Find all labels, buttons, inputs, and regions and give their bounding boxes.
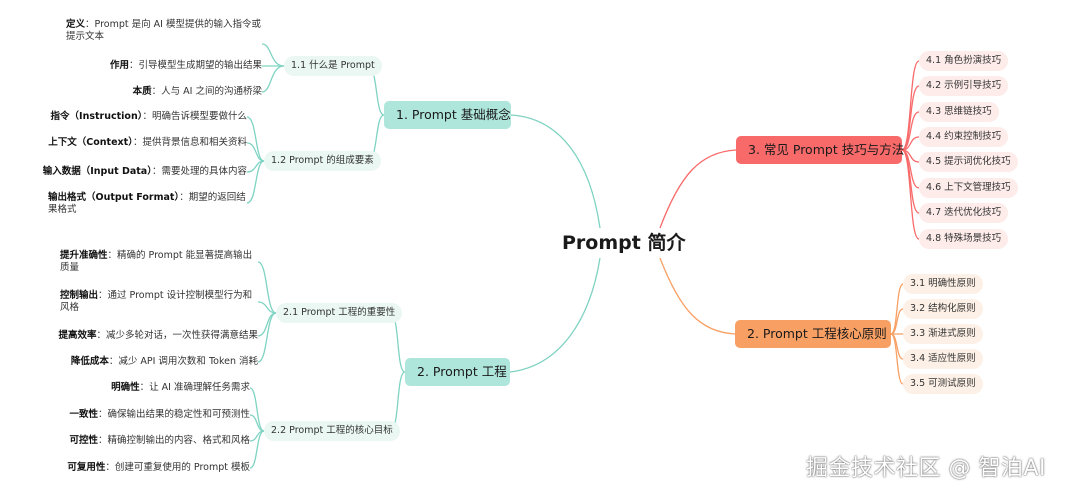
sub-what-is-prompt[interactable]: 1.1 什么是 Prompt: [284, 56, 382, 76]
leaf-control-output: 控制输出：通过 Prompt 设计控制模型行为和风格: [60, 290, 253, 313]
technique-item[interactable]: 4.1 角色扮演技巧: [919, 51, 1009, 71]
leaf-controllability: 可控性：精确控制输出的内容、格式和风格: [69, 435, 250, 446]
sub-prompt-components[interactable]: 1.2 Prompt 的组成要素: [264, 151, 381, 171]
principle-item[interactable]: 3.3 渐进式原则: [903, 324, 983, 344]
branch-prompt-engineering[interactable]: 2. Prompt 工程: [405, 358, 510, 386]
leaf-instruction: 指令（Instruction）：明确告诉模型要做什么: [50, 111, 247, 122]
edge-root-branch2: [509, 257, 601, 373]
branch-basic-concepts[interactable]: 1. Prompt 基础概念: [384, 101, 511, 129]
watermark: 掘金技术社区 @ 智泊AI: [806, 456, 1047, 481]
leaf-context: 上下文（Context）：提供背景信息和相关资料: [48, 137, 247, 148]
leaf-reusability: 可复用性：创建可重复使用的 Prompt 模板: [67, 462, 250, 473]
edge-root-branch1: [510, 114, 601, 229]
technique-item[interactable]: 4.7 迭代优化技巧: [919, 203, 1009, 223]
leaf-purpose: 作用：引导模型生成期望的输出结果: [109, 60, 262, 71]
branch-principles[interactable]: 2. Prompt 工程核心原则: [735, 320, 891, 348]
principle-item[interactable]: 3.4 适应性原则: [903, 349, 983, 369]
leaf-efficiency: 提高效率：减少多轮对话，一次性获得满意结果: [58, 330, 258, 341]
leaf-input-data: 输入数据（Input Data）：需要处理的具体内容: [42, 166, 247, 177]
sub-importance[interactable]: 2.1 Prompt 工程的重要性: [276, 303, 403, 323]
edge-root-branch4: [659, 257, 736, 335]
technique-item[interactable]: 4.2 示例引导技巧: [919, 76, 1009, 96]
root-node: Prompt 简介: [562, 232, 686, 254]
principle-item[interactable]: 3.5 可测试原则: [903, 374, 983, 394]
edge-root-branch3: [659, 149, 737, 229]
principle-item[interactable]: 3.2 结构化原则: [903, 299, 983, 319]
principle-item[interactable]: 3.1 明确性原则: [903, 274, 983, 294]
technique-item[interactable]: 4.4 约束控制技巧: [919, 127, 1009, 147]
leaf-clarity: 明确性：让 AI 准确理解任务需求: [111, 382, 250, 393]
technique-item[interactable]: 4.6 上下文管理技巧: [919, 178, 1018, 198]
technique-item[interactable]: 4.3 思维链技巧: [919, 102, 999, 122]
sub-core-goals[interactable]: 2.2 Prompt 工程的核心目标: [264, 421, 400, 441]
leaf-consistency: 一致性：确保输出结果的稳定性和可预测性: [69, 409, 250, 420]
leaf-definition: 定义：Prompt 是向 AI 模型提供的输入指令或提示文本: [66, 19, 261, 42]
leaf-cost: 降低成本：减少 API 调用次数和 Token 消耗: [70, 356, 258, 367]
leaf-essence: 本质：人与 AI 之间的沟通桥梁: [132, 86, 262, 97]
leaf-accuracy: 提升准确性：精确的 Prompt 能显著提高输出质量: [60, 250, 253, 273]
branch-techniques[interactable]: 3. 常见 Prompt 技巧与方法: [736, 136, 904, 164]
technique-item[interactable]: 4.5 提示词优化技巧: [919, 152, 1018, 172]
technique-item[interactable]: 4.8 特殊场景技巧: [919, 229, 1009, 249]
leaf-output-format: 输出格式（Output Format）：期望的返回结果格式: [48, 192, 246, 215]
